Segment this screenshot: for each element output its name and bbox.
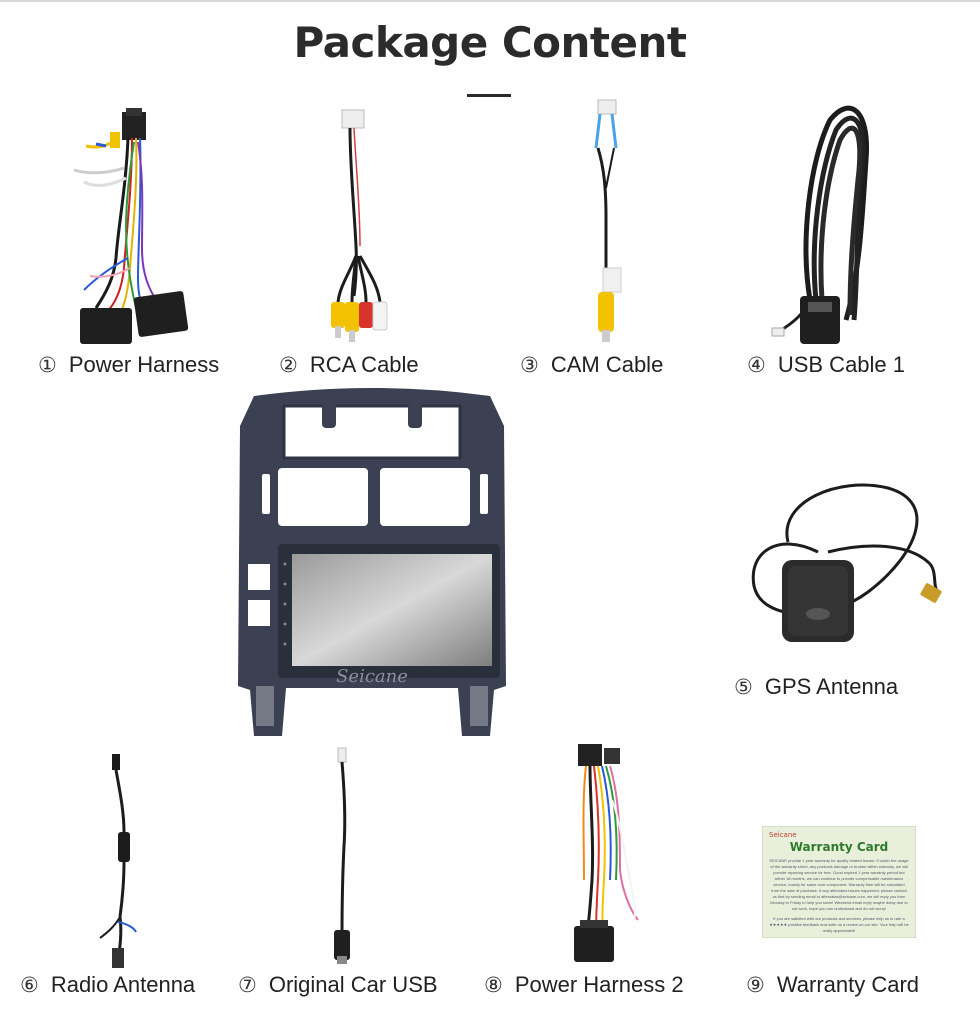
item-label: CAM Cable: [550, 352, 664, 377]
warranty-card-brand: Seicane: [769, 831, 797, 839]
warranty-card-body: SEICANE provide 1 year warranty for qual…: [769, 858, 909, 911]
item-number: ④: [747, 353, 766, 377]
gps-antenna-image: [748, 482, 958, 648]
item-number: ⑥: [20, 973, 39, 997]
item-label: Power Harness 2: [514, 972, 684, 997]
item-label: Radio Antenna: [50, 972, 196, 997]
cam-cable-image: [584, 98, 634, 348]
item-caption-5: ⑤ GPS Antenna: [734, 674, 898, 700]
usb-cable-image: [770, 100, 890, 350]
item-label: RCA Cable: [309, 352, 419, 377]
page-title: Package Content: [293, 18, 687, 67]
item-label: Original Car USB: [268, 972, 438, 997]
radio-antenna-image: [94, 752, 144, 972]
warranty-card-image: Seicane Warranty Card SEICANE provide 1 …: [762, 826, 916, 938]
item-caption-6: ⑥ Radio Antenna: [20, 972, 195, 998]
power-harness-2-image: [560, 740, 650, 966]
warranty-card-title: Warranty Card: [789, 840, 889, 854]
title-underline: [467, 94, 511, 97]
item-caption-1: ① Power Harness: [38, 352, 219, 378]
original-car-usb-image: [328, 746, 358, 968]
radio-head-unit-image: Seicane: [234, 386, 510, 738]
item-caption-3: ③ CAM Cable: [520, 352, 663, 378]
item-number: ②: [279, 353, 298, 377]
item-label: Power Harness: [68, 352, 220, 377]
warranty-card-body-2: If you are satisfied with our products a…: [769, 916, 909, 933]
item-number: ③: [520, 353, 539, 377]
item-number: ⑦: [238, 973, 257, 997]
item-label: GPS Antenna: [764, 674, 899, 699]
item-caption-9: ⑨ Warranty Card: [746, 972, 919, 998]
rca-cable-image: [320, 106, 400, 346]
item-number: ①: [38, 353, 57, 377]
item-number: ⑧: [484, 973, 503, 997]
item-number: ⑤: [734, 675, 753, 699]
item-caption-7: ⑦ Original Car USB: [238, 972, 438, 998]
item-number: ⑨: [746, 973, 765, 997]
item-caption-8: ⑧ Power Harness 2: [484, 972, 684, 998]
item-label: Warranty Card: [776, 972, 920, 997]
item-caption-4: ④ USB Cable 1: [747, 352, 905, 378]
top-divider: [0, 0, 980, 2]
brand-watermark: Seicane: [336, 666, 408, 687]
item-label: USB Cable 1: [777, 352, 906, 377]
power-harness-image: [66, 108, 196, 348]
item-caption-2: ② RCA Cable: [279, 352, 419, 378]
